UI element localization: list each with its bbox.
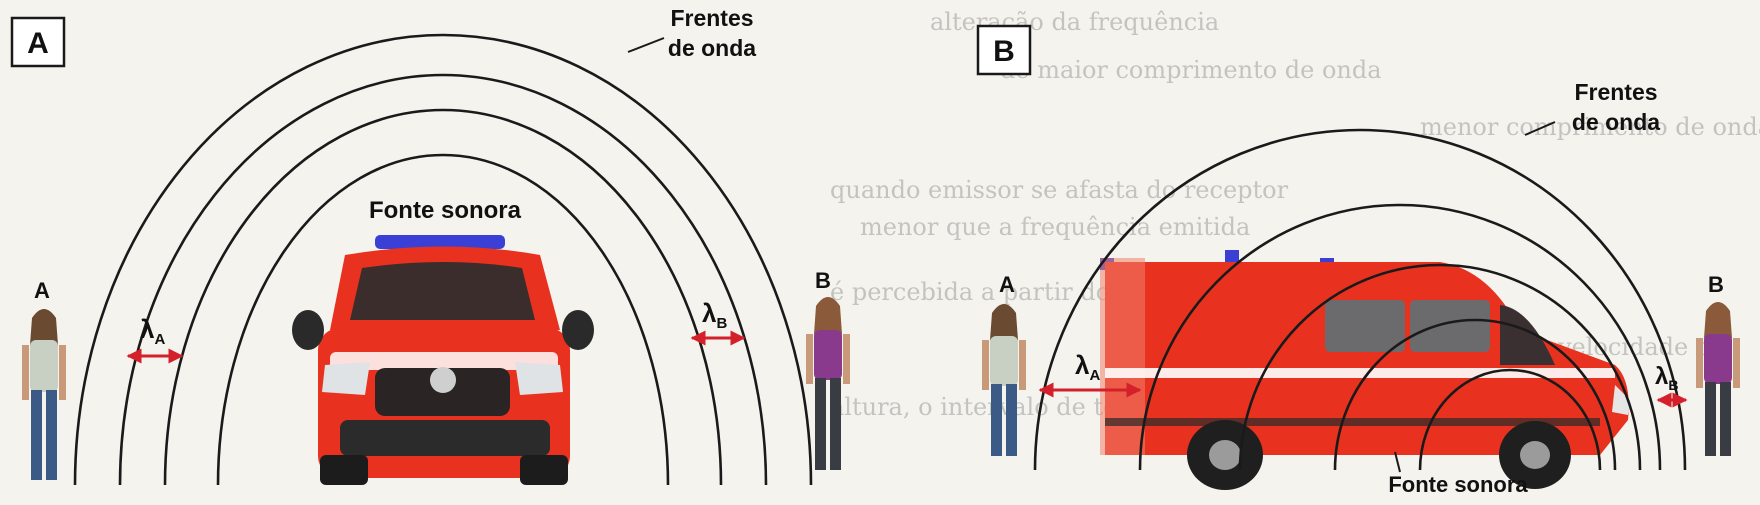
bg-line-1: alteração da frequência [930,8,1219,36]
lambda-a-symbol-b: λA [1075,350,1100,384]
bg-line-2: de maior comprimento de onda [1000,56,1382,84]
source-label-b: Fonte sonora [1388,472,1528,497]
wavefront-label-a-line2: de onda [668,35,756,61]
wavefront-b-3 [1238,263,1642,471]
lambda-b-symbol-b: λB [1655,363,1678,393]
lambda-a-symbol-a: λA [140,314,165,348]
panel-a-tag-box [10,16,66,68]
panel-b-tag: B [993,35,1015,68]
panel-a-tag: A [27,27,49,60]
observer-a-left-icon [22,309,66,480]
bg-line-4: quando emissor se afasta do receptor [830,176,1289,204]
wavefront-label-b-line2: de onda [1572,109,1660,135]
wavefront-b-1 [1033,128,1687,471]
wavefronts-b [1033,128,1687,471]
observer-b-right-icon [806,297,850,470]
observer-a-left-b-icon [982,304,1026,456]
bg-line-3: menor comprimento de onda [1420,113,1760,141]
wavefront-a-4 [73,33,813,486]
wavefront-a-1 [216,153,670,486]
wavefront-b-2 [1138,203,1662,471]
wavefront-a-2 [163,108,723,486]
observer-a-label-a: A [34,278,50,303]
observer-a-label-b: A [999,272,1015,297]
vehicle-side-icon [1100,250,1630,490]
source-leader-b [1394,451,1401,473]
panel-b: Fonte sonora Frentes de onda B A [976,24,1740,497]
wavefronts-a [73,33,813,486]
lambda-b-symbol-a: λB [702,298,727,332]
observer-b-label-a: B [815,268,831,293]
bg-line-5: menor que a frequência emitida [860,213,1250,241]
panel-a: Fonte sonora Frentes de onda A A [10,5,850,486]
wavefront-label-a-line1: Frentes [670,5,753,31]
wavefront-b-4 [1333,318,1617,471]
vehicle-front-icon [292,235,594,485]
wavefront-b-5 [1418,368,1602,471]
wavefront-a-3 [118,73,768,486]
observer-b-right-b-icon [1696,302,1740,456]
wavefront-leader-a [627,37,665,53]
wavefront-leader-b [1524,121,1556,136]
wavefront-label-b-line1: Frentes [1574,79,1657,105]
observer-b-label-b: B [1708,272,1724,297]
panel-b-tag-box [976,24,1032,76]
source-label-a: Fonte sonora [369,197,522,224]
